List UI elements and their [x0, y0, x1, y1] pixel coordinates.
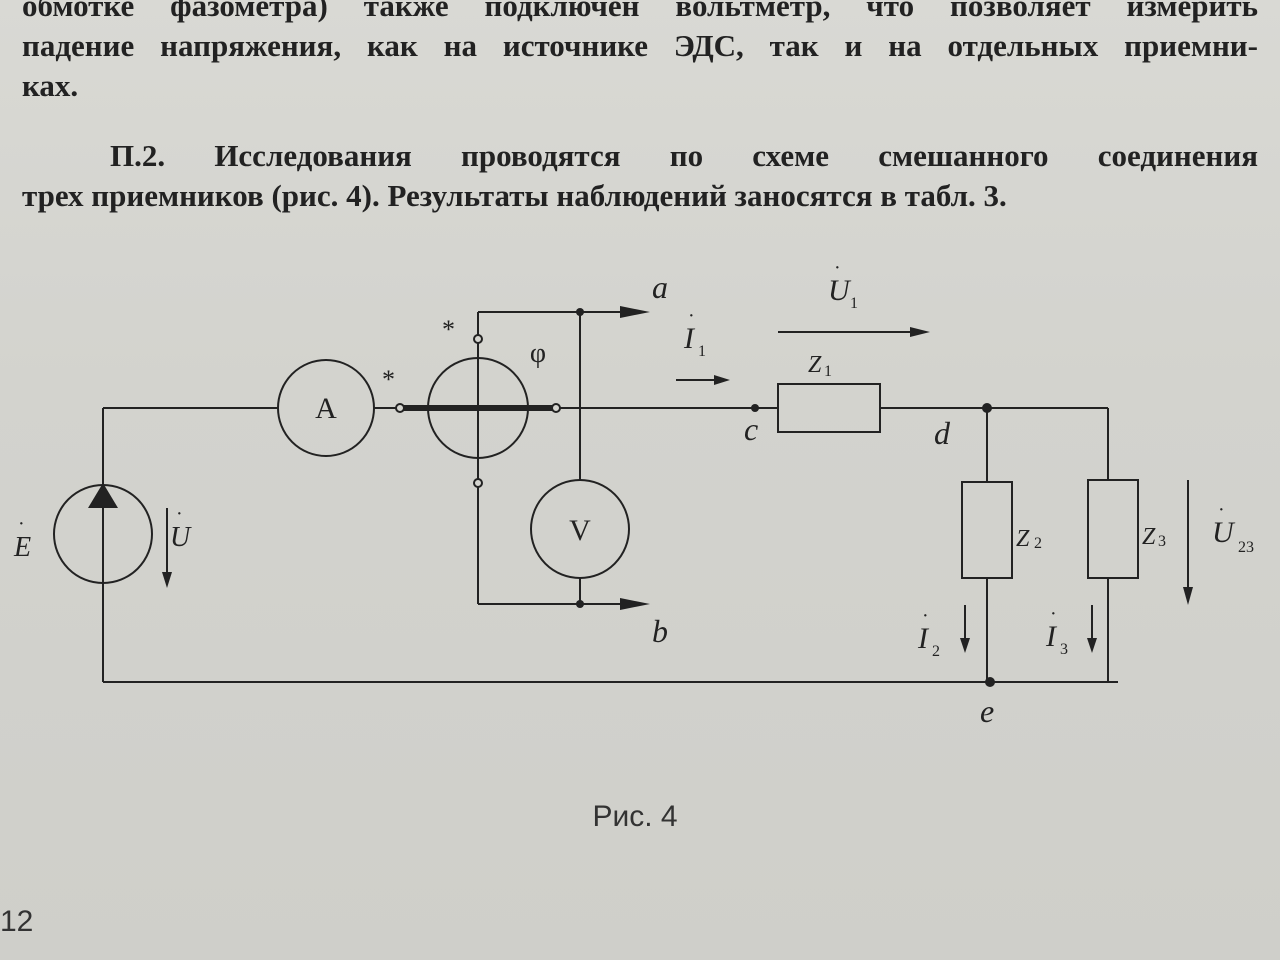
text-line: обмотке фазометра) также подключен вольт…	[22, 0, 1258, 23]
figure-caption: Рис. 4	[592, 800, 678, 833]
i2-label: I	[917, 622, 930, 655]
svg-text:·: ·	[1218, 499, 1225, 521]
voltmeter-label: V	[569, 514, 591, 547]
svg-text:·: ·	[176, 503, 183, 525]
source-voltage-label: U	[170, 522, 192, 553]
z2-subscript: 2	[1034, 535, 1042, 552]
paragraph-p2: П.2. Исследования проводятся по схеме см…	[22, 136, 1258, 216]
circuit-diagram: A V φ * * a b c d e E · U · U 1 · I 1 · …	[13, 257, 1254, 729]
z1-resistor	[777, 383, 881, 433]
z3-subscript: 3	[1158, 533, 1166, 550]
text-line: П.2. Исследования проводятся по схеме см…	[22, 136, 1258, 176]
node-a-label: a	[652, 269, 668, 305]
section-label: П.2.	[110, 138, 166, 173]
node-c-label: c	[744, 411, 758, 447]
z2-label: Z	[1016, 526, 1030, 552]
i1-label: I	[683, 322, 696, 355]
z3-resistor	[1087, 479, 1139, 579]
u23-subscript: 23	[1238, 539, 1254, 556]
svg-text:·: ·	[834, 257, 841, 279]
u1-label: U	[828, 274, 852, 307]
z1-label: Z	[808, 352, 822, 378]
i3-subscript: 3	[1060, 641, 1068, 658]
node-d-label: d	[934, 415, 951, 451]
phasemeter-label: φ	[530, 338, 546, 369]
i3-label: I	[1045, 620, 1058, 653]
star-marker: *	[382, 365, 395, 394]
svg-text:·: ·	[1050, 603, 1057, 625]
paragraph-intro: обмотке фазометра) также подключен вольт…	[22, 0, 1258, 106]
z3-label: Z	[1142, 524, 1156, 550]
voltmeter-symbol	[530, 479, 630, 579]
i2-subscript: 2	[932, 643, 940, 660]
text-line: падение напряжения, как на источнике ЭДС…	[22, 28, 1258, 63]
svg-text:·: ·	[688, 305, 695, 327]
text-line: ках.	[22, 68, 79, 103]
i1-subscript: 1	[698, 343, 706, 360]
node-b-label: b	[652, 613, 668, 649]
page-number: 12	[0, 905, 34, 938]
svg-text:·: ·	[18, 513, 25, 535]
z2-resistor	[961, 481, 1013, 579]
text-line: трех приемников (рис. 4). Результаты наб…	[22, 178, 1007, 213]
u1-subscript: 1	[850, 295, 858, 312]
text-span: Исследования проводятся по схеме смешанн…	[214, 138, 1258, 173]
svg-text:·: ·	[922, 605, 929, 627]
u23-label: U	[1212, 516, 1236, 549]
star-marker: *	[442, 315, 455, 344]
emf-label: E	[13, 532, 31, 563]
z1-subscript: 1	[824, 363, 832, 380]
ammeter-label: A	[315, 392, 337, 425]
node-e-label: e	[980, 693, 994, 729]
